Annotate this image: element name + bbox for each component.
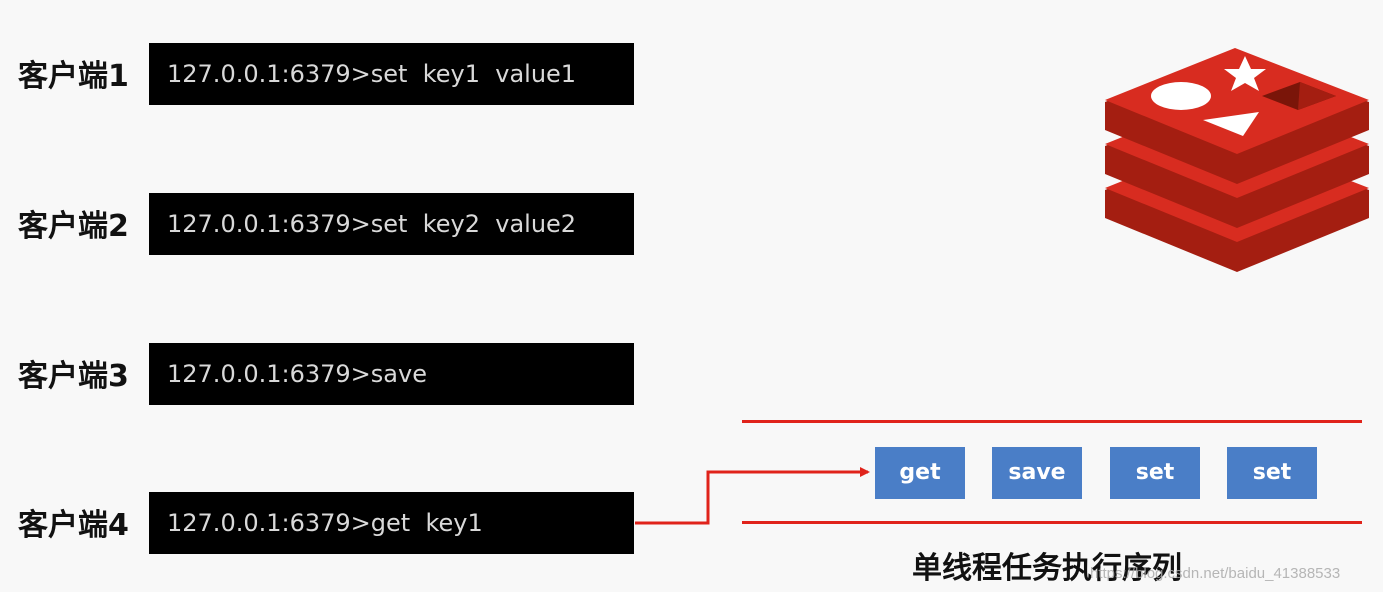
client-terminal-3: 127.0.0.1:6379>save	[149, 343, 634, 405]
client-terminal-4: 127.0.0.1:6379>get key1	[149, 492, 634, 554]
queue-top-rail	[742, 420, 1362, 423]
client-terminal-1: 127.0.0.1:6379>set key1 value1	[149, 43, 634, 105]
client-label-4: 客户端4	[18, 508, 129, 543]
queue-title: 单线程任务执行序列	[912, 551, 1182, 586]
watermark: https://blog.csdn.net/baidu_41388533	[1090, 565, 1341, 582]
client-label-2: 客户端2	[18, 209, 129, 244]
redis-logo-icon	[1105, 48, 1369, 272]
queue-task-get: get	[875, 447, 965, 499]
queue-task-set-1: set	[1110, 447, 1200, 499]
queue-task-set-2: set	[1227, 447, 1317, 499]
client-label-1: 客户端1	[18, 59, 129, 94]
client-label-3: 客户端3	[18, 359, 129, 394]
client-terminal-2: 127.0.0.1:6379>set key2 value2	[149, 193, 634, 255]
queue-bottom-rail	[742, 521, 1362, 524]
arrow-client4-to-queue	[635, 467, 870, 525]
queue-task-save: save	[992, 447, 1082, 499]
